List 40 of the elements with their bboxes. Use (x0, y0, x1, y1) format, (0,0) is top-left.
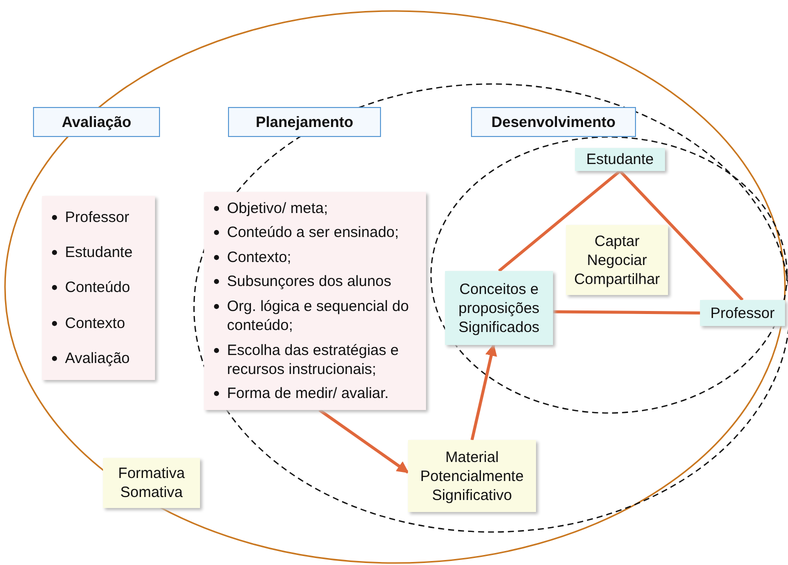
box-text: Negociar (586, 250, 648, 270)
heading-box (228, 107, 381, 137)
list-item: Conteúdo a ser ensinado; (227, 223, 399, 242)
list-item: Professor (65, 208, 130, 228)
box-text: Material Potencialmente Significativo (419, 448, 525, 504)
list-item: Escolha das estratégias e recursos instrucionais; (227, 340, 400, 379)
list-item: Conteúdo (65, 278, 130, 298)
box-text: Conceitos e proposições Significados (458, 280, 540, 336)
heading-text: Planejamento (256, 112, 354, 132)
list-item: Contexto (65, 314, 126, 333)
concept-box (700, 300, 785, 326)
heading-box (33, 107, 160, 137)
list-panel (204, 192, 426, 410)
concept-box (445, 271, 553, 345)
heading-box (471, 107, 636, 137)
list-item: Objetivo/ meta; (227, 198, 328, 218)
connector-line (618, 170, 744, 302)
connector-line (552, 310, 700, 314)
list-item: Forma de medir/ avaliar. (227, 384, 389, 404)
box-text: Formativa (118, 464, 185, 483)
note-box (566, 225, 668, 295)
list-item: Contexto; (227, 248, 292, 267)
list-item: Subsunçores dos alunos (227, 272, 392, 292)
list-item: Org. lógica e sequencial do conteúdo; (227, 297, 410, 336)
arrow (470, 344, 498, 440)
box-text: Compartilhar (574, 270, 660, 288)
heading-text: Desenvolvimento (491, 112, 616, 132)
box-text: Professor (710, 304, 775, 322)
arrow (318, 408, 409, 474)
list-item: Estudante (65, 243, 133, 262)
concept-box (575, 148, 665, 171)
box-text: Captar (594, 232, 640, 250)
box-text: Somativa (120, 483, 183, 502)
note-box (103, 458, 200, 508)
list-item: Avaliação (65, 348, 130, 368)
box-text: Estudante (586, 150, 654, 169)
list-panel (42, 196, 155, 380)
note-box (408, 440, 536, 512)
connector-line (498, 170, 621, 272)
heading-text: Avaliação (62, 112, 132, 132)
